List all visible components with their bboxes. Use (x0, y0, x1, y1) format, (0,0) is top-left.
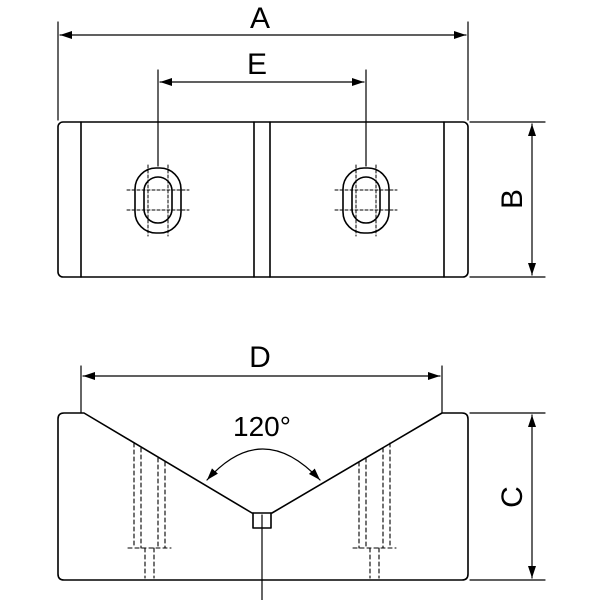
angle-label: 120° (233, 411, 291, 442)
dimension-e (157, 69, 367, 167)
left-hidden-hole (127, 442, 172, 579)
dimension-a (57, 21, 469, 121)
right-hidden-hole (352, 442, 397, 579)
dimension-b (469, 121, 546, 278)
dimension-c (469, 412, 546, 581)
top-view-outline (57, 121, 469, 278)
right-slot-hole (334, 164, 398, 237)
dim-a-label: A (250, 2, 270, 35)
dim-c-label: C (496, 486, 529, 508)
dim-d-label: D (249, 341, 271, 374)
top-view (57, 121, 469, 278)
dimension-d (80, 365, 443, 414)
front-view (57, 412, 469, 581)
dim-e-label: E (247, 48, 267, 81)
left-slot-hole (126, 164, 190, 237)
dim-b-label: B (496, 189, 529, 209)
angle-arc (206, 448, 321, 481)
v-block-outline (57, 412, 469, 581)
